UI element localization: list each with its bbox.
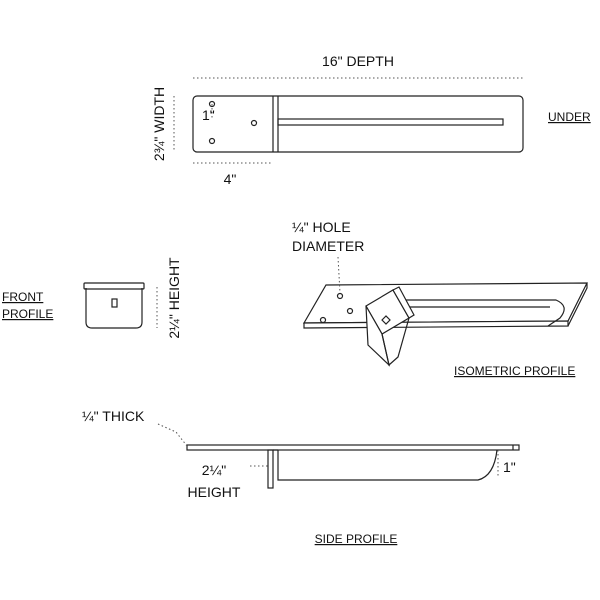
side-mount-block (267, 449, 274, 489)
side-plate (186, 444, 520, 451)
under-hole-3 (250, 119, 258, 127)
iso-mount-block-lower (381, 317, 410, 367)
iso-rib (403, 299, 565, 327)
front-top-flange (83, 282, 145, 290)
front-height-label: 2¼" HEIGHT (166, 257, 182, 339)
side-height-label-line2: HEIGHT (188, 484, 241, 500)
thick-leader (157, 423, 188, 447)
one-inch-side-label: 1" (503, 459, 516, 475)
iso-slot (381, 315, 391, 325)
under-hole-1 (208, 100, 216, 108)
hole-label-line1: ¼" HOLE (292, 219, 351, 235)
one-inch-label: 1" (202, 107, 215, 123)
front-label-line1: FRONT (2, 290, 44, 304)
side-rib (277, 449, 498, 481)
iso-plate-top (302, 282, 588, 324)
iso-hole-2 (319, 316, 327, 324)
isometric-label: ISOMETRIC PROFILE (454, 364, 575, 378)
iso-hole-3 (346, 307, 354, 315)
iso-mount-block-side (392, 286, 415, 319)
iso-plate-end (567, 283, 588, 327)
isometric-view: ¼" HOLE DIAMETER ISOMETRIC PROFILE (292, 219, 588, 378)
thick-label: ¼" THICK (82, 408, 145, 424)
front-rib-slot (111, 298, 118, 308)
iso-hole-1 (336, 292, 344, 300)
under-hole-2 (208, 137, 216, 145)
depth-label: 16" DEPTH (322, 53, 394, 69)
side-profile-view: ¼" THICK 2¼" HEIGHT 1" SIDE PROFILE (82, 408, 520, 546)
front-label-line2: PROFILE (2, 307, 53, 321)
side-profile-label: SIDE PROFILE (315, 532, 398, 546)
hole-label-line2: DIAMETER (292, 238, 364, 254)
front-plate (85, 288, 143, 329)
side-height-label-line1: 2¼" (202, 462, 226, 478)
under-view: 16" DEPTH 2¾" WIDTH 1" 4" UNDER (151, 53, 591, 187)
four-inch-label: 4" (224, 171, 237, 187)
under-rib (277, 118, 504, 126)
front-profile-view: FRONT PROFILE 2¼" HEIGHT (2, 257, 182, 339)
under-label: UNDER (548, 110, 591, 124)
under-plate (192, 95, 524, 153)
width-label: 2¾" WIDTH (151, 87, 167, 161)
